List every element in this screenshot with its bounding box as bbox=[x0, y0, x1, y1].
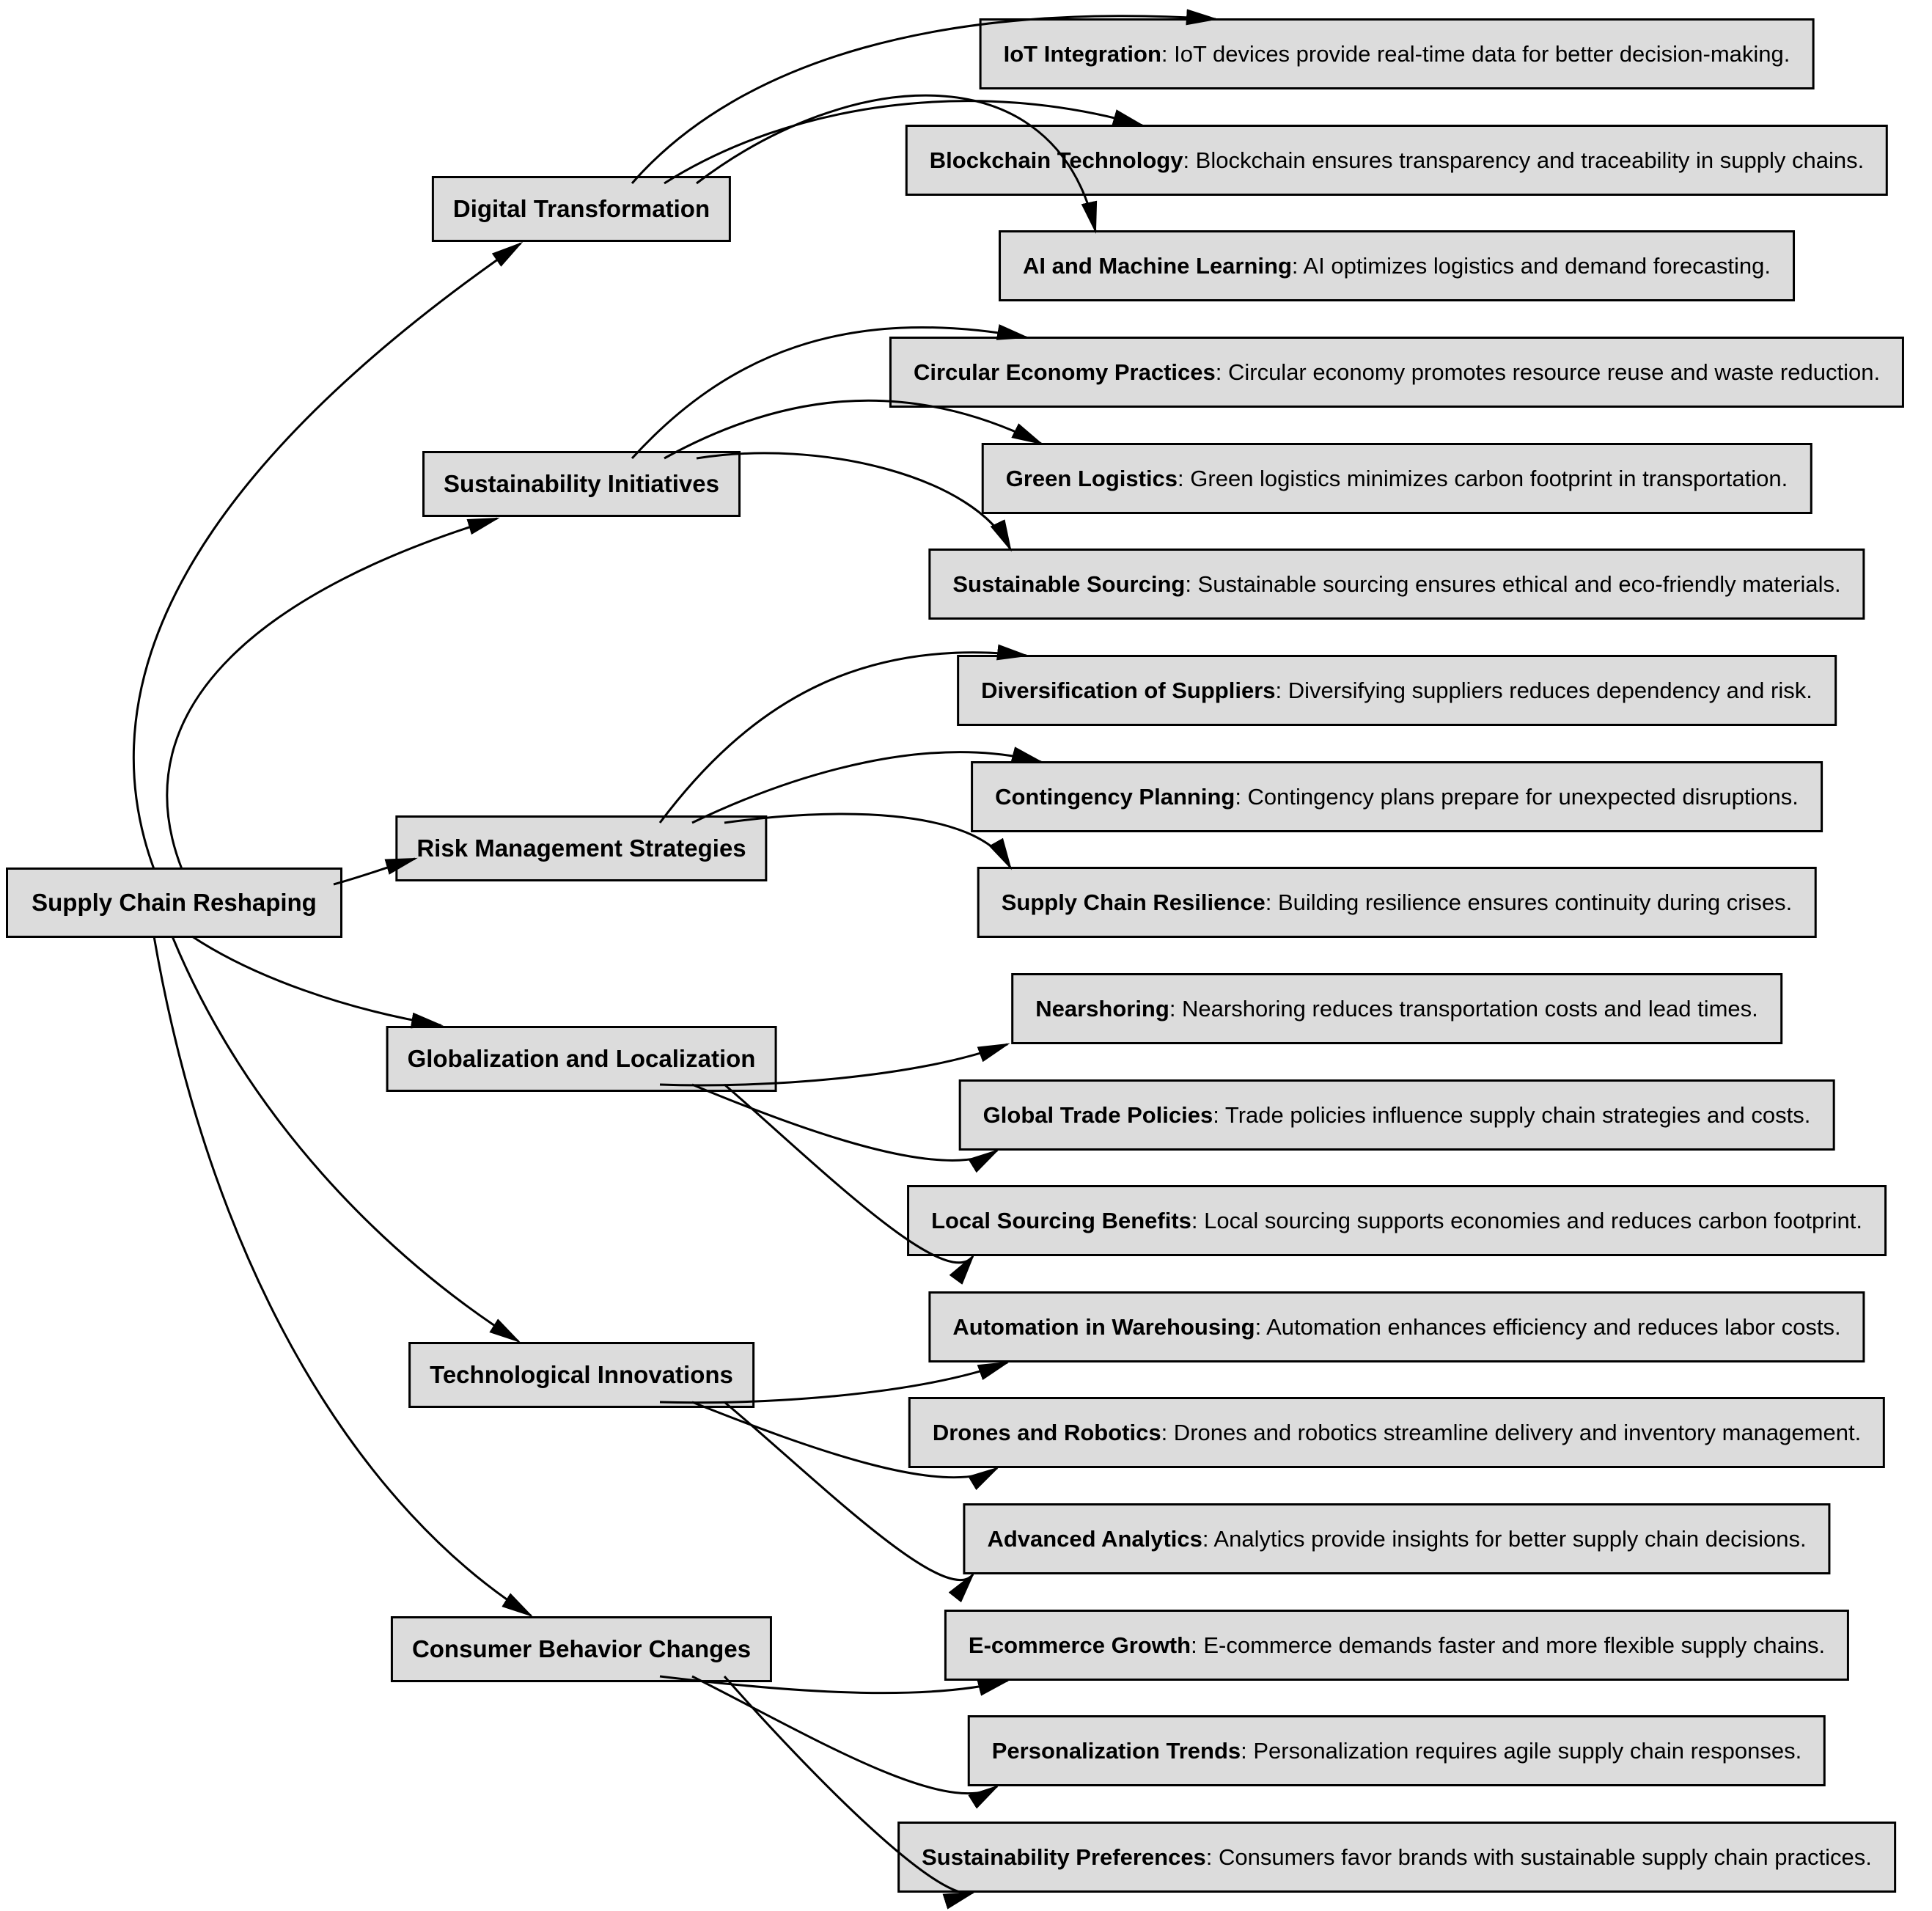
node-category-globalization-and-localization: Globalization and Localization bbox=[386, 1026, 777, 1092]
node-leaf-sustainable-sourcing: Sustainable Sourcing : Sustainable sourc… bbox=[928, 549, 1865, 620]
leaf-description: : Nearshoring reduces transportation cos… bbox=[1169, 995, 1758, 1021]
edge-consumer-behavior-changes-to-personalization-trends bbox=[691, 1675, 1000, 1809]
leaf-term: Diversification of Suppliers bbox=[981, 677, 1276, 703]
leaf-description: : Diversifying suppliers reduces depende… bbox=[1275, 677, 1812, 703]
leaf-description: : Sustainable sourcing ensures ethical a… bbox=[1185, 571, 1841, 597]
node-category-sustainability-initiatives: Sustainability Initiatives bbox=[422, 451, 741, 517]
node-leaf-circular-economy-practices: Circular Economy Practices: Circular eco… bbox=[889, 337, 1905, 408]
node-leaf-e-commerce-growth: E-commerce Growth: E-commerce demands fa… bbox=[944, 1610, 1850, 1681]
leaf-term: Nearshoring bbox=[1035, 995, 1169, 1021]
node-label: Globalization and Localization bbox=[407, 1045, 756, 1072]
node-category-technological-innovations: Technological Innovations bbox=[408, 1342, 754, 1408]
node-leaf-drones-and-robotics: Drones and Robotics : Drones and robotic… bbox=[908, 1397, 1886, 1468]
leaf-term: Local Sourcing Benefits bbox=[931, 1207, 1191, 1233]
node-leaf-diversification-of-suppliers: Diversification of Suppliers: Diversifyi… bbox=[957, 655, 1837, 726]
leaf-description: : E-commerce demands faster and more fle… bbox=[1191, 1632, 1826, 1658]
leaf-term: Advanced Analytics bbox=[987, 1525, 1202, 1552]
node-leaf-automation-in-warehousing: Automation in Warehousing: Automation en… bbox=[928, 1291, 1865, 1362]
leaf-term: Automation in Warehousing bbox=[952, 1313, 1255, 1340]
leaf-description: : Automation enhances efficiency and red… bbox=[1255, 1313, 1841, 1340]
leaf-term: Sustainable Sourcing bbox=[952, 571, 1186, 597]
leaf-description: : Personalization requires agile supply … bbox=[1241, 1737, 1802, 1764]
edge-root-to-globalization-and-localization bbox=[191, 935, 444, 1029]
node-label: Risk Management Strategies bbox=[416, 835, 746, 862]
leaf-term: AI and Machine Learning bbox=[1023, 252, 1292, 279]
node-leaf-supply-chain-resilience: Supply Chain Resilience : Building resil… bbox=[977, 867, 1817, 938]
node-category-risk-management-strategies: Risk Management Strategies bbox=[395, 815, 768, 881]
node-leaf-iot-integration: IoT Integration: IoT devices provide rea… bbox=[979, 18, 1815, 89]
leaf-term: Blockchain Technology bbox=[929, 147, 1183, 173]
leaf-term: IoT Integration bbox=[1003, 40, 1161, 67]
node-leaf-blockchain-technology: Blockchain Technology : Blockchain ensur… bbox=[905, 125, 1889, 196]
node-leaf-ai-and-machine-learning: AI and Machine Learning: AI optimizes lo… bbox=[999, 230, 1795, 301]
node-label: Supply Chain Reshaping bbox=[32, 889, 317, 916]
leaf-term: Global Trade Policies bbox=[982, 1101, 1213, 1128]
leaf-description: : Green logistics minimizes carbon footp… bbox=[1178, 465, 1788, 491]
leaf-term: Contingency Planning bbox=[995, 783, 1235, 810]
leaf-term: Drones and Robotics bbox=[932, 1419, 1161, 1445]
node-leaf-green-logistics: Green Logistics: Green logistics minimiz… bbox=[981, 443, 1812, 514]
edge-root-to-digital-transformation bbox=[133, 241, 524, 870]
leaf-description: : Trade policies influence supply chain … bbox=[1213, 1101, 1811, 1128]
leaf-description: : Blockchain ensures transparency and tr… bbox=[1183, 147, 1865, 173]
leaf-description: : Local sourcing supports economies and … bbox=[1191, 1207, 1862, 1233]
node-root-supply-chain-reshaping: Supply Chain Reshaping bbox=[6, 868, 342, 938]
node-leaf-nearshoring: Nearshoring : Nearshoring reduces transp… bbox=[1011, 973, 1782, 1044]
leaf-description: : Contingency plans prepare for unexpect… bbox=[1235, 783, 1799, 810]
leaf-description: : Circular economy promotes resource reu… bbox=[1215, 359, 1881, 385]
node-leaf-advanced-analytics: Advanced Analytics : Analytics provide i… bbox=[963, 1503, 1831, 1574]
leaf-description: : AI optimizes logistics and demand fore… bbox=[1291, 252, 1771, 279]
node-label: Consumer Behavior Changes bbox=[411, 1635, 752, 1662]
leaf-term: Supply Chain Resilience bbox=[1001, 889, 1266, 915]
leaf-term: Green Logistics bbox=[1005, 465, 1178, 491]
node-leaf-personalization-trends: Personalization Trends : Personalization… bbox=[967, 1715, 1826, 1786]
leaf-description: : Analytics provide insights for better … bbox=[1202, 1525, 1807, 1552]
edge-globalization-and-localization-to-global-trade-policies bbox=[691, 1083, 1000, 1173]
node-leaf-sustainability-preferences: Sustainability Preferences: Consumers fa… bbox=[897, 1822, 1896, 1893]
edge-root-to-technological-innovations bbox=[171, 936, 521, 1343]
node-leaf-global-trade-policies: Global Trade Policies: Trade policies in… bbox=[958, 1079, 1835, 1151]
leaf-description: : Drones and robotics streamline deliver… bbox=[1161, 1419, 1862, 1445]
leaf-term: Sustainability Preferences bbox=[922, 1844, 1206, 1870]
node-leaf-local-sourcing-benefits: Local Sourcing Benefits : Local sourcing… bbox=[907, 1185, 1887, 1256]
leaf-term: E-commerce Growth bbox=[968, 1632, 1191, 1658]
node-label: Technological Innovations bbox=[430, 1361, 733, 1388]
node-category-consumer-behavior-changes: Consumer Behavior Changes bbox=[390, 1616, 773, 1682]
leaf-description: : Building resilience ensures continuity… bbox=[1265, 889, 1793, 915]
leaf-term: Personalization Trends bbox=[991, 1737, 1241, 1764]
leaf-description: : Consumers favor brands with sustainabl… bbox=[1205, 1844, 1872, 1870]
node-leaf-contingency-planning: Contingency Planning : Contingency plans… bbox=[971, 761, 1823, 832]
edge-sustainability-initiatives-to-sustainable-sourcing bbox=[696, 452, 1012, 552]
node-label: Digital Transformation bbox=[452, 195, 710, 222]
leaf-term: Circular Economy Practices bbox=[913, 359, 1216, 385]
node-label: Sustainability Initiatives bbox=[444, 470, 719, 497]
node-category-digital-transformation: Digital Transformation bbox=[431, 176, 732, 242]
leaf-description: : IoT devices provide real-time data for… bbox=[1161, 40, 1790, 67]
